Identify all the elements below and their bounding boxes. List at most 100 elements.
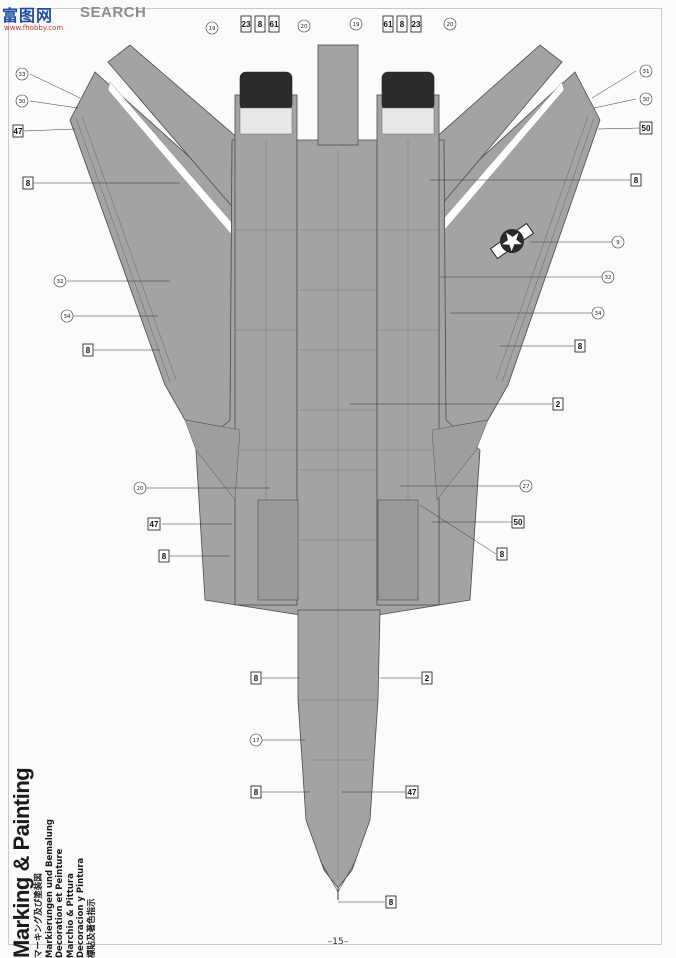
- svg-text:8: 8: [26, 179, 31, 188]
- callout-right-9: 9: [611, 235, 625, 249]
- svg-text:8: 8: [389, 898, 394, 907]
- svg-text:2: 2: [556, 400, 561, 409]
- callout-right-8c: 8: [496, 547, 508, 561]
- svg-text:34: 34: [595, 311, 602, 317]
- callout-top-61b: 61: [382, 15, 394, 33]
- svg-text:33: 33: [19, 72, 26, 78]
- svg-text:23: 23: [242, 20, 251, 29]
- svg-text:47: 47: [150, 520, 159, 529]
- callout-top-20a: 20: [297, 19, 311, 33]
- callout-left-33: 33: [15, 67, 29, 81]
- tail-fairing: [317, 44, 359, 146]
- callout-left-17: 17: [249, 733, 263, 747]
- svg-text:27: 27: [523, 484, 530, 490]
- callout-left-8e: 8: [250, 785, 262, 799]
- svg-text:32: 32: [57, 279, 64, 285]
- svg-text:32: 32: [605, 275, 612, 281]
- callout-top-8a: 8: [254, 15, 266, 33]
- page-frame: [8, 8, 662, 945]
- right-glove-outline: [431, 419, 489, 501]
- svg-text:17: 17: [253, 738, 260, 744]
- section-title: Marking & Painting: [9, 767, 34, 958]
- callout-right-30: 30: [639, 92, 653, 106]
- callout-right-50b: 50: [511, 515, 525, 529]
- callout-top-19a: 19: [205, 21, 219, 35]
- left-glove-outline: [184, 419, 241, 501]
- callout-left-30: 30: [15, 94, 29, 108]
- callout-right-8d: 8: [385, 895, 397, 909]
- left-intake: [257, 499, 299, 601]
- callout-top-61a: 61: [268, 15, 280, 33]
- callout-top-19b: 19: [349, 17, 363, 31]
- svg-text:9: 9: [616, 240, 620, 246]
- svg-text:8: 8: [254, 674, 259, 683]
- svg-text:50: 50: [642, 124, 651, 133]
- svg-text:8: 8: [500, 550, 505, 559]
- callout-top-20b: 20: [443, 17, 457, 31]
- svg-text:30: 30: [19, 99, 26, 105]
- logo-search-text: SEARCH: [80, 4, 147, 21]
- left-wing-slats: [75, 115, 177, 383]
- callout-left-8d: 8: [250, 671, 262, 685]
- callout-left-8c: 8: [158, 549, 170, 563]
- svg-text:31: 31: [643, 69, 650, 75]
- svg-text:8: 8: [400, 20, 405, 29]
- svg-text:20: 20: [447, 22, 454, 28]
- callout-left-34: 34: [60, 309, 74, 323]
- right-wing-slats: [495, 115, 595, 383]
- callout-right-31: 31: [639, 64, 653, 78]
- watermark-logo: 富图网 SEARCH www.fhobby.com: [0, 0, 676, 32]
- subtitle-cn: 標貼及著色指示: [86, 898, 97, 958]
- logo-url-text: www.fhobby.com: [4, 24, 64, 32]
- us-roundel: [489, 222, 535, 260]
- svg-text:61: 61: [384, 20, 393, 29]
- callout-top-23a: 23: [240, 15, 252, 33]
- callout-right-27: 27: [519, 479, 533, 493]
- svg-text:34: 34: [64, 314, 71, 320]
- callout-top-8b: 8: [396, 15, 408, 33]
- panel-lines: [205, 140, 470, 880]
- callout-right-47: 47: [405, 785, 419, 799]
- callout-left-47b: 47: [147, 517, 161, 531]
- left-wing-flap-edge: [69, 71, 166, 386]
- svg-text:8: 8: [162, 552, 167, 561]
- page-number: –15–: [327, 937, 349, 947]
- svg-text:30: 30: [643, 97, 650, 103]
- svg-text:8: 8: [86, 346, 91, 355]
- svg-text:61: 61: [270, 20, 279, 29]
- svg-text:20: 20: [137, 486, 144, 492]
- subtitle-de: Markierungen und Bemalung: [44, 819, 55, 958]
- callout-right-2a: 2: [552, 397, 564, 411]
- callout-right-8a: 8: [630, 173, 642, 187]
- right-intake: [377, 499, 419, 601]
- svg-text:19: 19: [353, 22, 360, 28]
- subtitle-jp: マーキング及び塗装図: [34, 873, 44, 958]
- svg-text:47: 47: [408, 788, 417, 797]
- svg-text:8: 8: [258, 20, 263, 29]
- callout-left-47: 47: [12, 124, 24, 138]
- svg-text:23: 23: [412, 20, 421, 29]
- subtitle-fr: Decoration et Peinture: [55, 848, 65, 958]
- callout-left-8a: 8: [22, 176, 34, 190]
- callout-left-20: 20: [133, 481, 147, 495]
- subtitle-it: Marchio & Pittura: [65, 873, 76, 958]
- callout-right-2b: 2: [421, 671, 433, 685]
- svg-text:8: 8: [634, 176, 639, 185]
- left-nozzle-ring: [239, 107, 293, 135]
- svg-text:8: 8: [254, 788, 259, 797]
- callout-top-23b: 23: [410, 15, 422, 33]
- callout-right-50: 50: [639, 121, 653, 135]
- callout-left-32: 32: [53, 274, 67, 288]
- svg-text:19: 19: [209, 26, 216, 32]
- svg-text:50: 50: [514, 518, 523, 527]
- callout-left-8b: 8: [82, 343, 94, 357]
- callout-right-8b: 8: [574, 339, 586, 353]
- leader-lines: [23, 70, 641, 903]
- callout-right-32: 32: [601, 270, 615, 284]
- logo-cn-text: 富图网: [2, 6, 54, 25]
- subtitle-es: Decoracion y Pintura: [76, 857, 86, 958]
- section-title-block: Marking & Painting マーキング及び塗装図 Markierung…: [9, 758, 120, 958]
